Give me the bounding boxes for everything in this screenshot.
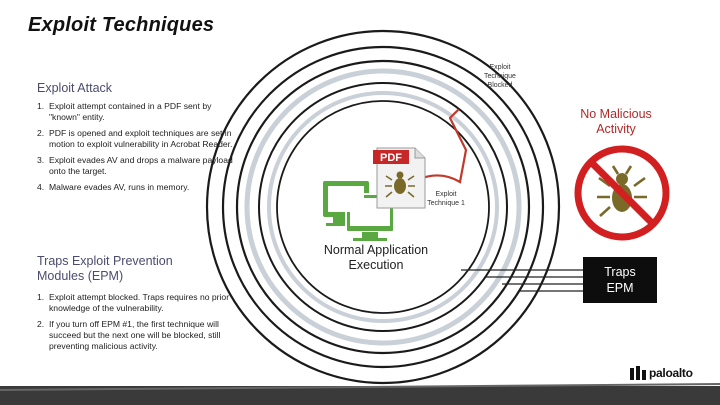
slide-title: Exploit Techniques [28, 14, 215, 36]
traps-connectors [461, 269, 583, 292]
traps-epm-label: Traps EPM [604, 265, 636, 295]
normal-execution-label: Normal Application Execution [323, 243, 429, 272]
pdf-label: PDF [380, 152, 402, 164]
pdf-document-icon: PDF [373, 147, 426, 209]
list-item: 1.Exploit attempt contained in a PDF sen… [37, 101, 212, 122]
traps-epm-box: Traps EPM [583, 257, 657, 303]
logo-text: paloalto [649, 366, 693, 380]
no-malicious-sign-icon [574, 145, 670, 241]
paloalto-logo: paloalto [630, 366, 693, 380]
list-item: 1.Exploit attempt blocked. Traps require… [37, 292, 230, 313]
protection-rings [205, 29, 561, 385]
list-item: 2.PDF is opened and exploit techniques a… [37, 128, 233, 149]
exploit-attack-list: 1.Exploit attempt contained in a PDF sen… [37, 101, 237, 198]
no-malicious-label: No Malicious Activity [580, 107, 652, 136]
exploit-technique-label: Exploit Technique 1 [427, 191, 465, 207]
bottom-decoration [0, 383, 720, 405]
exploit-attack-heading: Exploit Attack [37, 81, 113, 95]
list-item: 4.Malware evades AV, runs in memory. [37, 182, 190, 192]
traps-epm-heading: Traps Exploit Prevention Modules (EPM) [37, 254, 173, 283]
logo-mark-icon [630, 366, 646, 380]
traps-epm-list: 1.Exploit attempt blocked. Traps require… [37, 292, 237, 357]
list-item: 3.Exploit evades AV and drops a malware … [37, 155, 233, 176]
list-item: 2.If you turn off EPM #1, the first tech… [37, 319, 221, 351]
exploit-blocked-label: Exploit Technique Blocked [484, 64, 516, 89]
bug-icon [385, 171, 415, 198]
